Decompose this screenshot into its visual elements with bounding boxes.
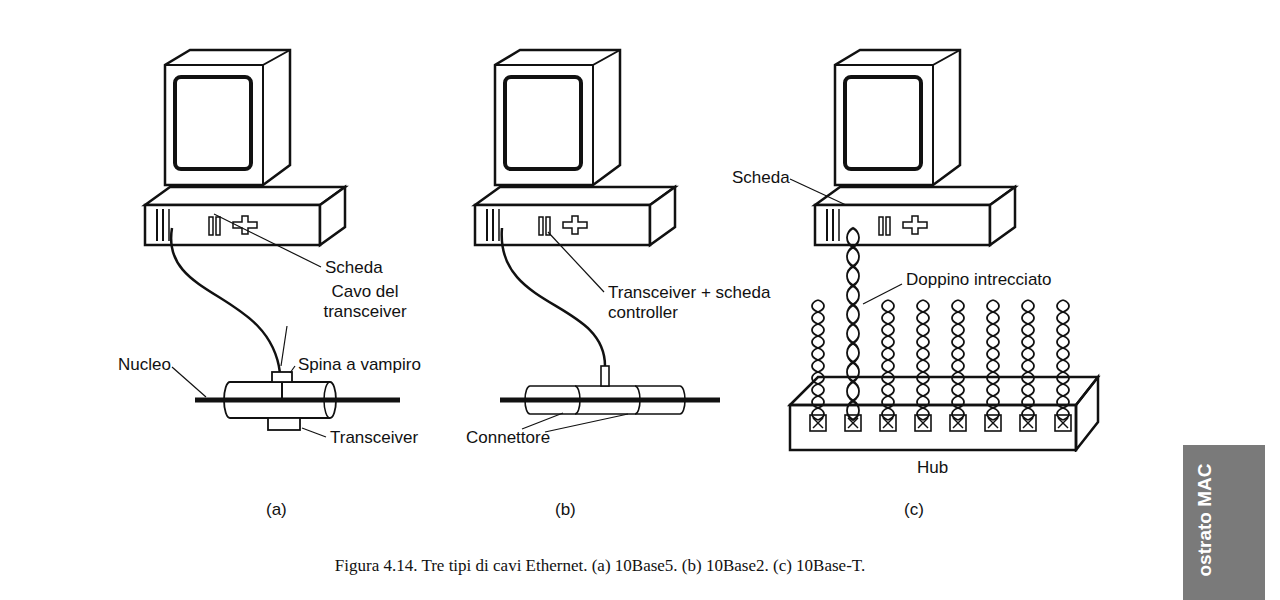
hub-label: Hub xyxy=(917,458,948,478)
computer xyxy=(815,50,1015,245)
subfigure-letter: (b) xyxy=(555,500,576,520)
coax-thin-connector xyxy=(500,366,720,414)
transceiver-cable xyxy=(171,228,280,373)
twisted-pairs xyxy=(812,228,1069,420)
computer xyxy=(475,50,675,245)
part-label: Connettore xyxy=(466,428,550,448)
subfigure-letter: (a) xyxy=(266,500,287,520)
part-label: Cavo del transceiver xyxy=(300,282,430,322)
part-label: Spina a vampiro xyxy=(298,355,421,375)
hub-box: Hub xyxy=(786,370,1102,484)
part-label: Scheda xyxy=(325,258,383,278)
hub-outline xyxy=(786,370,1102,452)
subfigure-letter: (c) xyxy=(904,500,924,520)
leader-lines xyxy=(522,232,628,432)
chapter-tab xyxy=(1183,445,1265,600)
figure-caption: Figura 4.14. Tre tipi di cavi Ethernet. … xyxy=(180,555,1020,577)
chapter-tab-text: ostrato MAC xyxy=(1194,459,1216,581)
part-label: Transceiver + scheda controller xyxy=(608,283,798,323)
coax-thick xyxy=(195,372,400,430)
part-label: Scheda xyxy=(732,168,790,188)
leader-lines xyxy=(790,179,902,304)
part-label: Doppino intrecciato xyxy=(906,270,1052,290)
controller-cable xyxy=(502,228,605,366)
computer xyxy=(145,50,345,245)
part-label: Transceiver xyxy=(330,428,418,448)
part-label: Nucleo xyxy=(118,355,171,375)
leader-lines xyxy=(172,214,326,437)
